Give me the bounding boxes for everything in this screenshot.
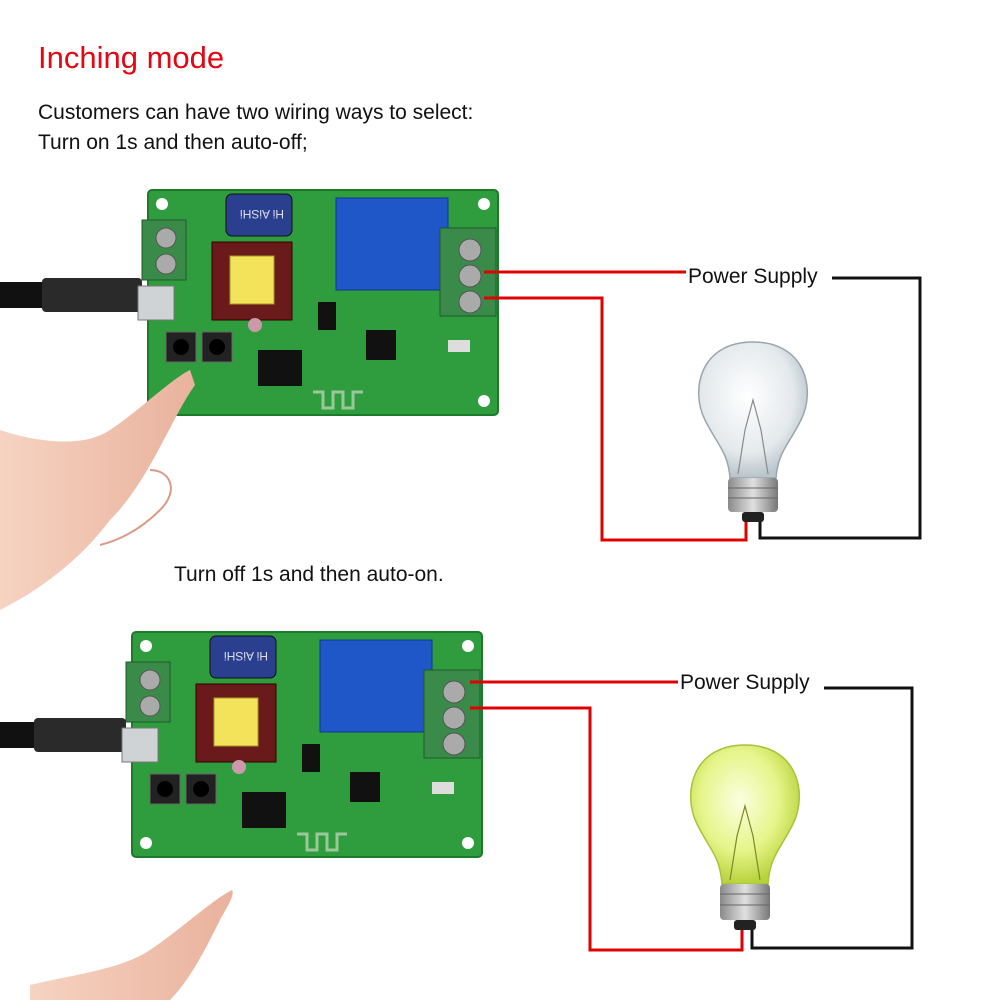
black-wire — [750, 686, 914, 950]
relay-board-2 — [120, 630, 484, 859]
black-wire — [758, 276, 922, 540]
diagram-2 — [0, 630, 914, 1000]
diagram-1 — [0, 188, 922, 610]
intro-line-1: Customers can have two wiring ways to se… — [38, 101, 474, 124]
page-title: Inching mode — [38, 40, 225, 75]
power-supply-label-2: Power Supply — [678, 670, 812, 696]
light-bulb-off — [697, 341, 809, 522]
power-supply-label-1: Power Supply — [686, 264, 820, 290]
usb-plug — [34, 718, 126, 752]
red-wire-bulb — [484, 296, 748, 542]
hand-1 — [0, 370, 195, 610]
hand-2 — [30, 890, 233, 1000]
intro-line-2: Turn on 1s and then auto-off; — [38, 131, 308, 154]
usb-plug — [42, 278, 142, 312]
red-wire-bulb — [470, 706, 744, 952]
light-bulb-on — [689, 744, 801, 930]
second-mode-caption: Turn off 1s and then auto-on. — [174, 563, 444, 586]
